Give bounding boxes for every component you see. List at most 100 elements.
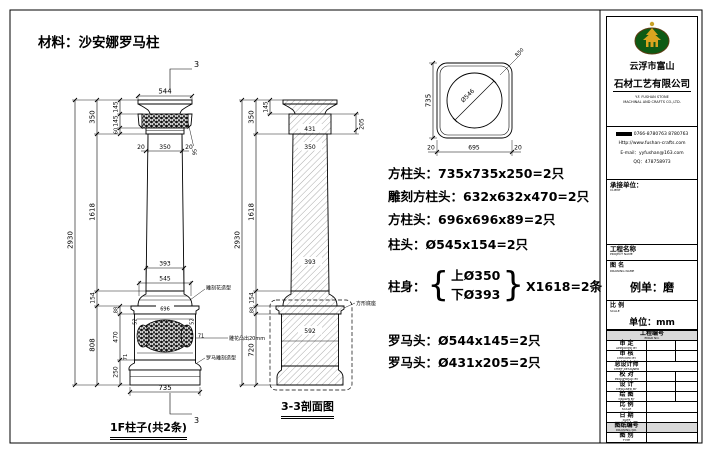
dim: 735 xyxy=(158,384,171,392)
annotation: 雕刻花造型 xyxy=(206,285,231,292)
row-label: 校 对 xyxy=(619,370,634,378)
dim: 250 xyxy=(113,366,120,378)
row-label: 图 别 xyxy=(619,431,634,439)
spec-shaft-result: X1618=2条 xyxy=(526,278,603,294)
spec-value: Ø544x145=2只 xyxy=(438,333,541,348)
spec-label: 罗马头： xyxy=(388,333,439,348)
dim: 696 xyxy=(160,307,170,313)
spec-value: 632x632x470=2只 xyxy=(463,189,590,204)
phone-label-blob xyxy=(615,131,632,136)
row-label: 绘 图 xyxy=(619,391,634,399)
annotation: 方形底座 xyxy=(356,300,376,307)
row-label: 设 计 xyxy=(619,381,634,389)
title-block: 云浮市富山 石材工艺有限公司 Y.F. FUSHAN STONE MACHINA… xyxy=(606,16,698,443)
drawing-name-section: 图 名 DRAWING NAME 例单：磨 xyxy=(607,260,697,300)
row-value-cell xyxy=(647,341,697,351)
spec-label: 方柱头： xyxy=(388,166,439,181)
dim: 145 xyxy=(263,101,270,113)
row-sublabel: SCALE xyxy=(621,407,632,412)
row-label: 比 例 xyxy=(619,401,634,409)
dim: 205 xyxy=(359,118,366,130)
table-row: 工程编号 ENGR NO. xyxy=(607,330,697,341)
dim: 350 xyxy=(89,110,97,123)
dim: 88 xyxy=(250,307,256,313)
dim: R50 xyxy=(514,47,525,58)
contact-email: E-mail：yyfushan@163.com xyxy=(620,150,684,156)
dim: 544 xyxy=(158,88,172,96)
plan-detail: Ø546 R50 735 20 695 20 xyxy=(425,47,525,156)
dim: 431 xyxy=(304,126,316,133)
dim: 695 xyxy=(468,145,480,152)
spec-label: 柱头： xyxy=(388,237,426,252)
column-elevation xyxy=(128,99,202,386)
contact-phone: 0766-8780763 8780763 xyxy=(633,132,689,137)
client-label: 承接单位： xyxy=(610,181,643,189)
contact-qq: QQ：478758973 xyxy=(633,160,671,166)
project-section: 工程名称 PROJECT NAME xyxy=(607,244,697,260)
drawing-name-label: 图 名 xyxy=(610,262,625,269)
client-sublabel: CLIENT xyxy=(610,188,621,193)
spec-label: 方柱头： xyxy=(388,212,439,227)
elevation-dimensions: 2930 350 1618 154 808 145 145 60 88 470 … xyxy=(67,88,265,396)
row-label: 审 核 xyxy=(619,350,634,358)
dim: 145 xyxy=(113,101,120,113)
dim: 52 xyxy=(133,318,139,324)
spec-label: 柱身： xyxy=(388,278,426,294)
dim: 350 xyxy=(248,110,256,123)
dim: 95 xyxy=(193,149,199,155)
dim: 88 xyxy=(114,307,120,313)
dim: 20 xyxy=(427,145,435,152)
material-title: 材料：沙安娜罗马柱 xyxy=(38,35,160,51)
dim: 470 xyxy=(113,331,120,343)
row-sublabel: CHIEF DESIGNER xyxy=(613,366,640,371)
scale-section: 比 例 SCALE 单位：mm xyxy=(607,300,697,329)
scale-label: 比 例 xyxy=(610,302,625,309)
spec-value: 735x735x250=2只 xyxy=(438,166,565,181)
dim: 735 xyxy=(425,94,433,107)
row-value-cell xyxy=(647,371,697,381)
dim: 154 xyxy=(90,292,97,304)
company-logo-icon xyxy=(634,21,670,55)
section-caption: 3-3剖面图 xyxy=(281,398,334,419)
scale-value: 单位：mm xyxy=(629,317,675,328)
annotation: 罗马雕刻造型 xyxy=(206,355,236,362)
row-label: 图纸编号 xyxy=(614,421,639,429)
row-value-cell xyxy=(647,362,697,371)
section-dimensions: 2930 350 1618 154 88 720 145 205 xyxy=(234,97,366,388)
project-sublabel: PROJECT NAME xyxy=(610,252,633,257)
annotation: 雕花凸出20mm xyxy=(229,335,265,342)
spec-shaft-top: 上Ø350 xyxy=(451,268,501,283)
brace-close: } xyxy=(502,265,525,305)
row-label: 日 期 xyxy=(619,411,634,419)
spec-value: 696x696x89=2只 xyxy=(438,212,556,227)
company-name-en2: MACHINAL AND CRAFTS CO.,LTD. xyxy=(623,100,681,105)
section-cut-marks: 3 3 xyxy=(169,60,199,425)
dim: 808 xyxy=(89,338,97,351)
contact-web: Http://www.fushan-crafts.com xyxy=(618,141,686,147)
elevation-caption: 1F柱子(共2条) xyxy=(110,419,187,440)
row-sublabel: DRAWN BY xyxy=(618,397,635,402)
column-section: 431 350 393 592 方形底座 xyxy=(269,99,376,391)
spec-value: Ø545x154=2只 xyxy=(425,237,529,252)
row-sublabel: PROOFREAD BY xyxy=(614,376,639,381)
project-label: 工程名称 xyxy=(610,245,636,253)
scale-sublabel: SCALE xyxy=(610,308,620,313)
row-label: 工程编号 xyxy=(639,330,664,338)
dim: 393 xyxy=(159,261,171,268)
company-name-cn2: 石材工艺有限公司 xyxy=(612,76,691,92)
spec-line: 方柱头：696x696x89=2只 xyxy=(388,209,555,228)
dim: 71 xyxy=(123,354,129,360)
drawing-name-sublabel: DRAWING NAME xyxy=(610,268,635,273)
spec-label: 雕刻方柱头： xyxy=(388,189,464,204)
spec-shaft: 柱身： { 上Ø350 下Ø393 } X1618=2条 xyxy=(388,266,602,304)
dim: 1618 xyxy=(248,203,256,221)
row-sublabel: APPROVED BY xyxy=(615,346,637,351)
dim: 20 xyxy=(514,145,522,152)
